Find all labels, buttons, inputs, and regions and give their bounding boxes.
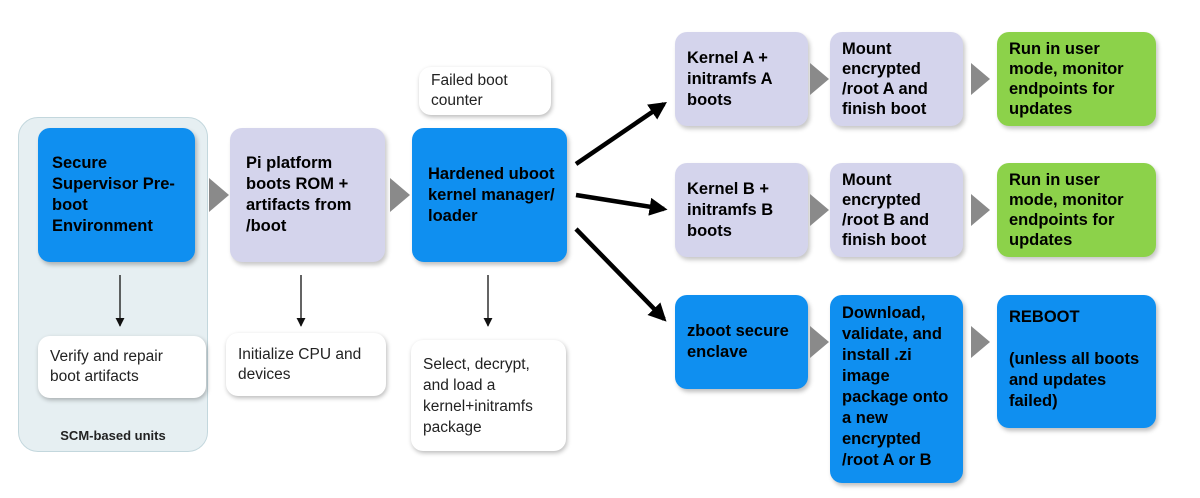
download-box: Download, validate, and install .zi imag…: [830, 295, 963, 483]
reboot-box: REBOOT (unless all boots and updates fai…: [997, 295, 1156, 428]
verify-repair-text: Verify and repair boot artifacts: [50, 348, 163, 385]
kernel-b-text: Kernel B + initramfs B boots: [687, 179, 774, 240]
verify-repair-box: Verify and repair boot artifacts: [38, 336, 206, 398]
zboot-box: zboot secure enclave: [675, 295, 808, 389]
hardened-uboot-box: Hardened uboot kernel manager/ loader: [412, 128, 567, 262]
chevron-1-icon: [209, 178, 229, 212]
pi-platform-text: Pi platform boots ROM + artifacts from /…: [246, 154, 352, 235]
run-a-text: Run in user mode, monitor endpoints for …: [1009, 40, 1124, 118]
arrow-to-kernel-b-icon: [575, 192, 668, 216]
chevron-c1-icon: [810, 326, 829, 358]
initialize-cpu-text: Initialize CPU and devices: [238, 345, 362, 383]
chevron-c2-icon: [971, 326, 990, 358]
kernel-b-box: Kernel B + initramfs B boots: [675, 163, 808, 257]
failed-boot-counter-box: Failed boot counter: [419, 67, 551, 115]
chevron-b1-icon: [810, 194, 829, 226]
select-decrypt-text: Select, decrypt, and load a kernel+initr…: [423, 355, 533, 436]
arrow-to-kernel-a-icon: [574, 101, 667, 166]
run-b-text: Run in user mode, monitor endpoints for …: [1009, 171, 1124, 249]
zboot-text: zboot secure enclave: [687, 322, 789, 361]
run-a-box: Run in user mode, monitor endpoints for …: [997, 32, 1156, 126]
hardened-uboot-text: Hardened uboot kernel manager/ loader: [428, 164, 555, 225]
secure-supervisor-box: Secure Supervisor Pre-boot Environment: [38, 128, 195, 262]
reboot-title: REBOOT: [1009, 308, 1080, 326]
chevron-b2-icon: [971, 194, 990, 226]
mount-b-box: Mount encrypted /root B and finish boot: [830, 163, 963, 257]
run-b-box: Run in user mode, monitor endpoints for …: [997, 163, 1156, 257]
failed-boot-counter-text: Failed boot counter: [431, 72, 508, 109]
download-text: Download, validate, and install .zi imag…: [842, 304, 949, 469]
chevron-2-icon: [390, 178, 410, 212]
mount-a-text: Mount encrypted /root A and finish boot: [842, 40, 928, 118]
chevron-a2-icon: [971, 63, 990, 95]
arrow-to-zboot-icon: [574, 227, 667, 322]
secure-supervisor-text: Secure Supervisor Pre-boot Environment: [52, 154, 175, 235]
select-decrypt-box: Select, decrypt, and load a kernel+initr…: [411, 340, 566, 451]
reboot-note: (unless all boots and updates failed): [1009, 350, 1140, 410]
chevron-a1-icon: [810, 63, 829, 95]
kernel-a-text: Kernel A + initramfs A boots: [687, 48, 772, 109]
mount-b-text: Mount encrypted /root B and finish boot: [842, 171, 930, 249]
kernel-a-box: Kernel A + initramfs A boots: [675, 32, 808, 126]
mount-a-box: Mount encrypted /root A and finish boot: [830, 32, 963, 126]
scm-panel-label: SCM-based units: [60, 428, 166, 443]
initialize-cpu-box: Initialize CPU and devices: [226, 333, 386, 396]
pi-platform-box: Pi platform boots ROM + artifacts from /…: [230, 128, 385, 262]
